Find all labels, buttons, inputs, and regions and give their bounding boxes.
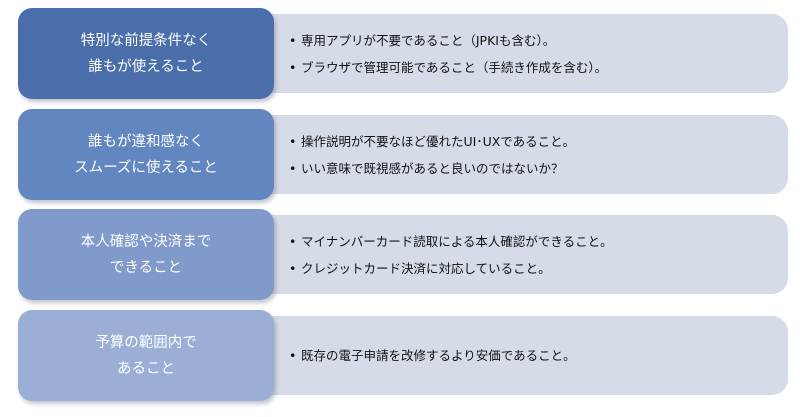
bullet-item: •ブラウザで管理可能であること（手続き作成を含む）。 xyxy=(289,59,608,75)
requirement-label: 特別な前提条件なく 誰もが使えること xyxy=(18,8,274,99)
bullet-item: •専用アプリが不要であること（JPKIも含む）。 xyxy=(289,32,556,48)
label-line: 本人確認や決済まで xyxy=(80,233,212,250)
label-line: スムーズに使えること xyxy=(74,159,218,176)
bullet-list: •専用アプリが不要であること（JPKIも含む）。 •ブラウザで管理可能であること… xyxy=(289,27,788,81)
requirement-detail-box: •専用アプリが不要であること（JPKIも含む）。 •ブラウザで管理可能であること… xyxy=(253,14,788,93)
requirement-detail-box: •マイナンバーカード読取による本人確認ができること。 •クレジットカード決済に対… xyxy=(253,215,788,294)
requirement-label: 誰もが違和感なく スムーズに使えること xyxy=(18,109,274,200)
bullet-item: •いい意味で既視感があると良いのではないか？ xyxy=(289,160,564,176)
bullet-item: •操作説明が不要なほど優れたUI･UXであること。 xyxy=(289,133,576,149)
requirement-label: 本人確認や決済まで できること xyxy=(18,209,274,300)
bullet-item: •クレジットカード決済に対応していること。 xyxy=(289,260,551,276)
bullet-list: •マイナンバーカード読取による本人確認ができること。 •クレジットカード決済に対… xyxy=(289,228,788,282)
requirement-detail-box: •操作説明が不要なほど優れたUI･UXであること。 •いい意味で既視感があると良… xyxy=(253,115,788,194)
label-line: 誰もが違和感なく xyxy=(88,133,204,150)
requirement-detail-box: •既存の電子申請を改修するより安価であること。 xyxy=(253,316,788,395)
bullet-item: •マイナンバーカード読取による本人確認ができること。 xyxy=(289,233,613,249)
label-line: できること xyxy=(109,259,183,276)
bullet-item: •既存の電子申請を改修するより安価であること。 xyxy=(289,348,576,363)
label-line: 特別な前提条件なく xyxy=(80,32,212,49)
label-line: 予算の範囲内で xyxy=(95,334,197,351)
requirement-label: 予算の範囲内で あること xyxy=(18,310,274,401)
bullet-list: •操作説明が不要なほど優れたUI･UXであること。 •いい意味で既視感があると良… xyxy=(289,128,788,182)
label-line: 誰もが使えること xyxy=(88,58,204,75)
label-line: あること xyxy=(117,360,175,377)
bullet-list: •既存の電子申請を改修するより安価であること。 xyxy=(289,342,788,369)
